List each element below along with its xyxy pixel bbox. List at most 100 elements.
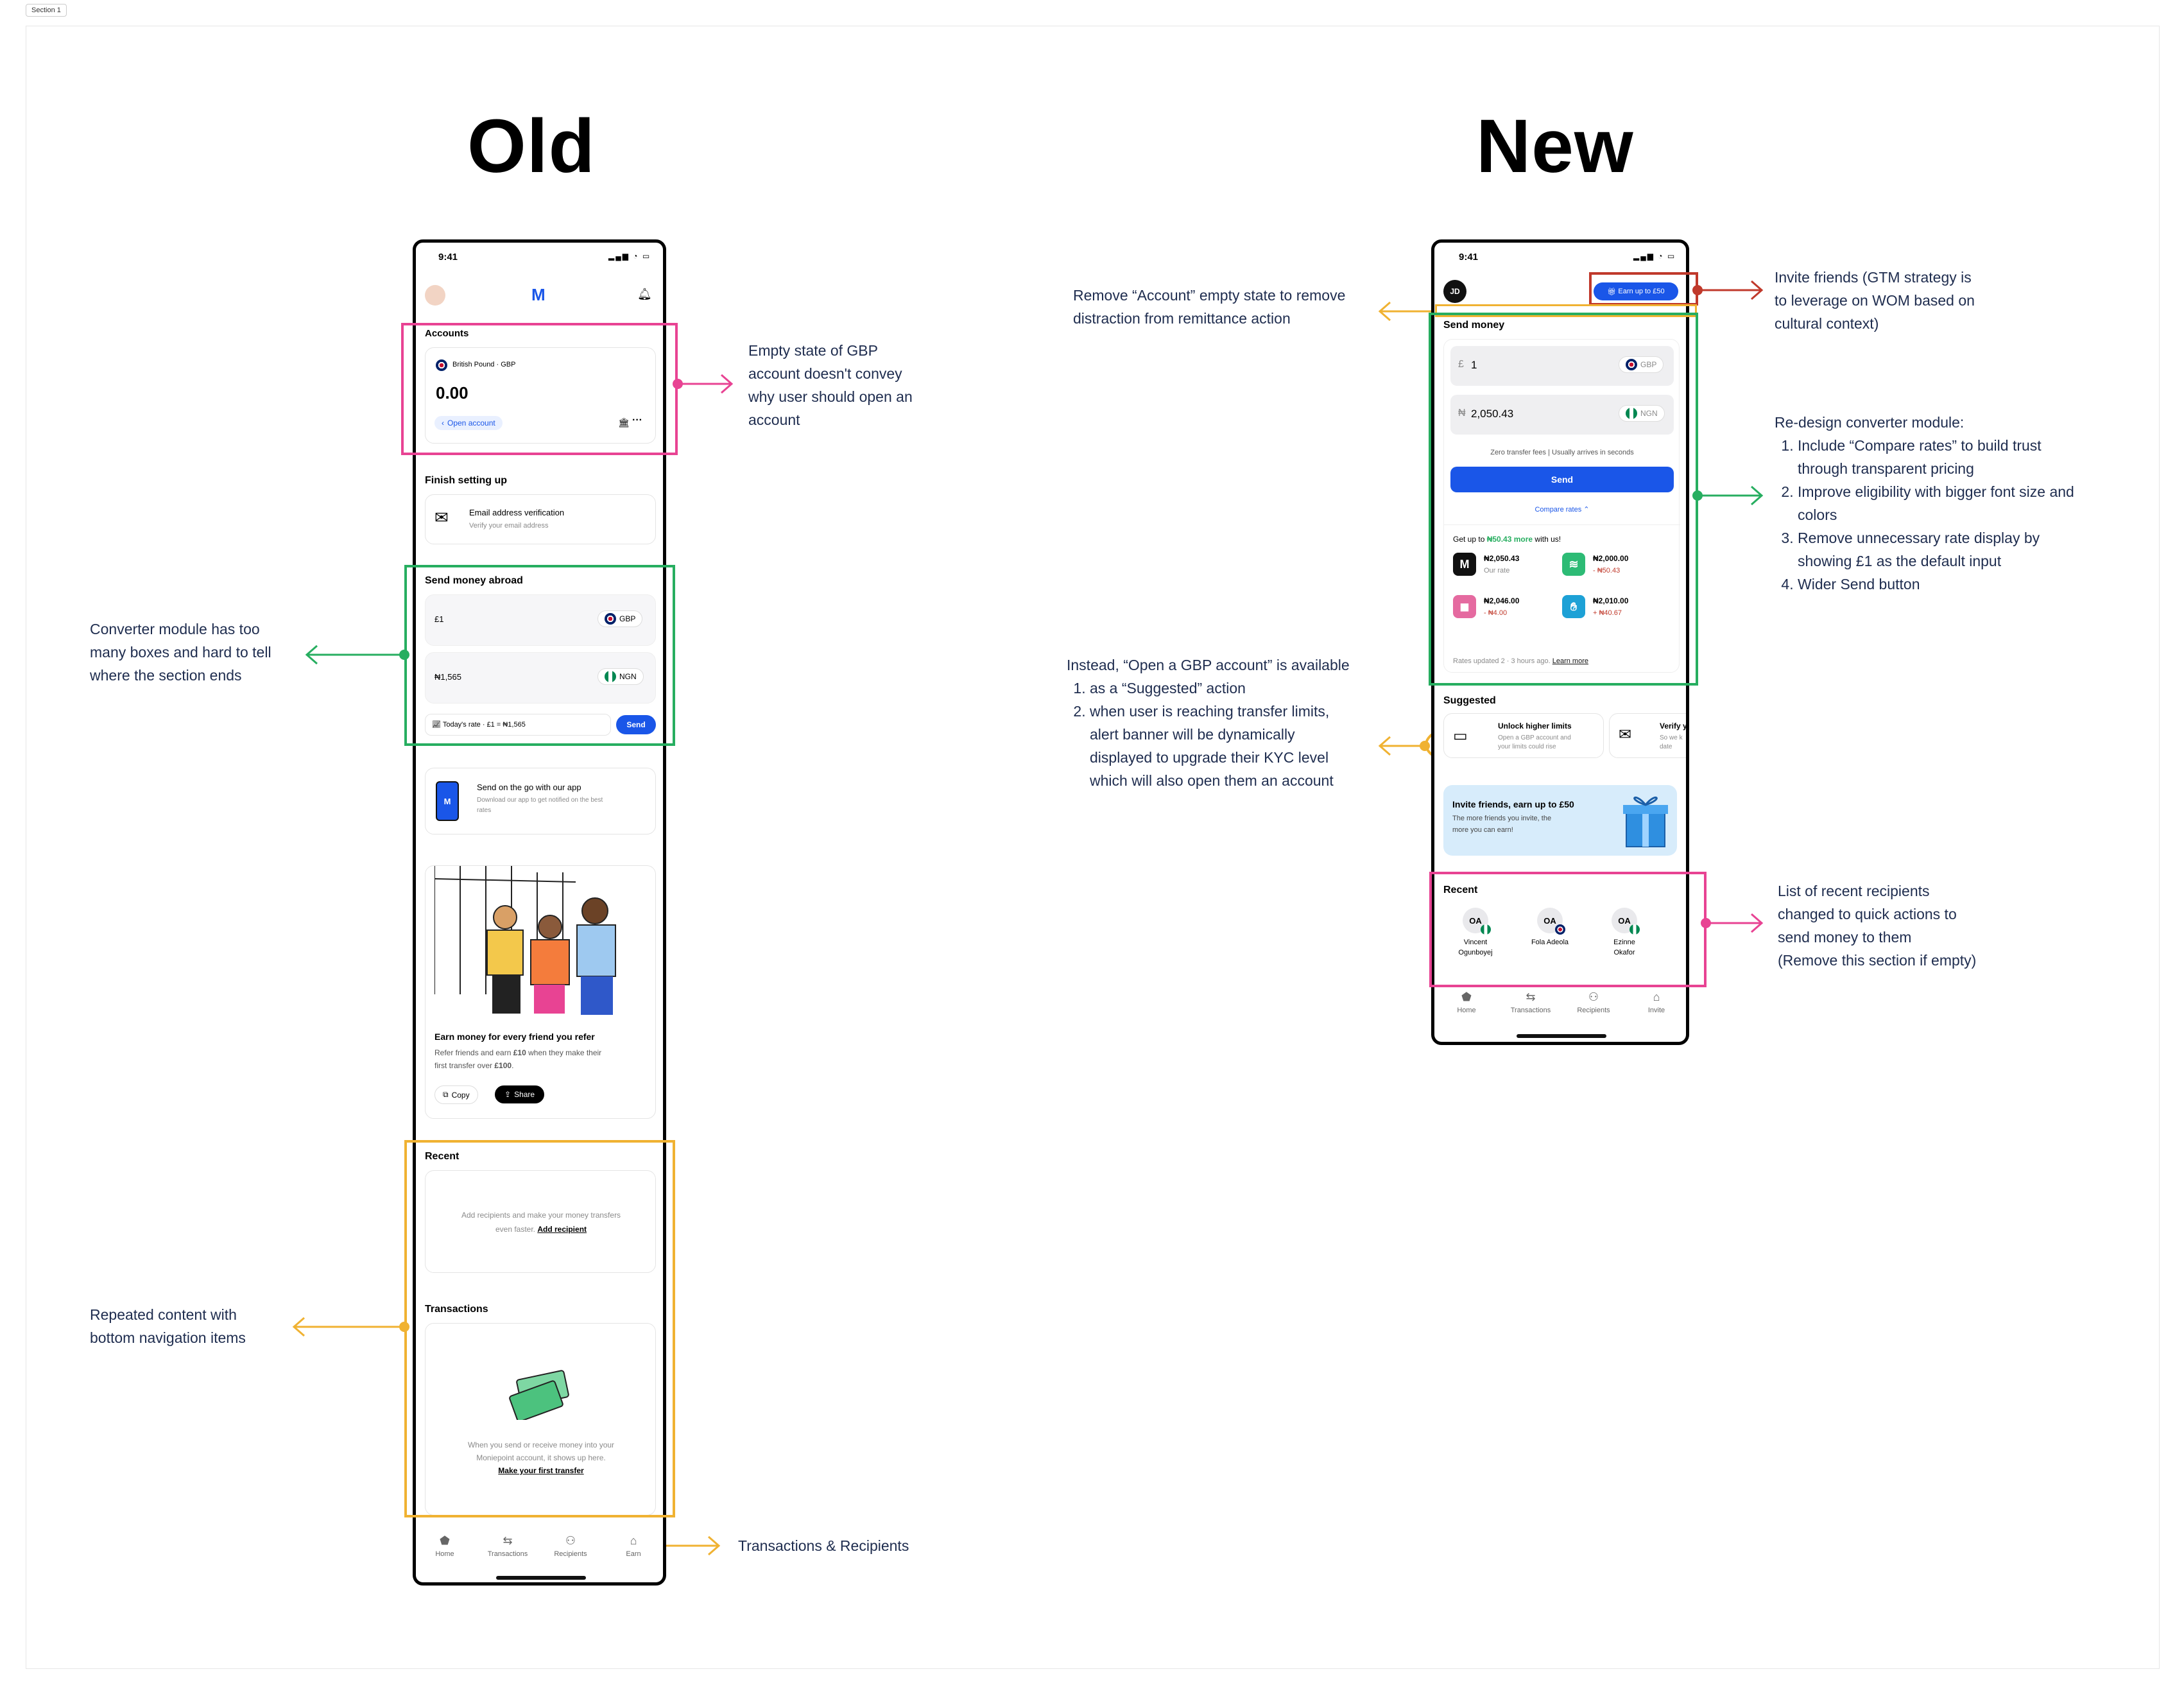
share-button[interactable]: ⇪Share [495, 1085, 545, 1103]
nav-recipients[interactable]: ⚇Recipients [542, 1534, 599, 1558]
profile-avatar[interactable]: JD [1443, 280, 1466, 303]
recipient-avatar: OA [1612, 908, 1637, 933]
refer-amount: £10 [513, 1048, 526, 1057]
provider-rate-item: ≋₦2,000.00- ₦50.43 [1562, 553, 1665, 585]
transfer-arrows-icon: ⇆ [503, 1534, 513, 1547]
email-verification-card[interactable]: ✉ Email address verification Verify your… [425, 494, 656, 544]
provider-amount: ₦2,050.43 [1484, 554, 1520, 563]
old-title: Old [467, 104, 596, 189]
unlock-limits-card[interactable]: ▭ Unlock higher limits Open a GBP accoun… [1443, 713, 1604, 758]
more-icon[interactable]: ··· [632, 415, 642, 426]
invite-banner[interactable]: Invite friends, earn up to £50 The more … [1443, 785, 1677, 856]
learn-more-link[interactable]: Learn more [1552, 657, 1588, 665]
ng-flag-icon [1626, 408, 1637, 419]
send-abroad-header: Send money abroad [425, 575, 523, 586]
send-amount-field[interactable]: £ 1 GBP [1450, 346, 1674, 386]
envelope-icon: ✉ [434, 508, 449, 527]
add-recipient-link[interactable]: Add recipient [537, 1225, 587, 1234]
provider-logo-icon: ≋ [1562, 553, 1585, 576]
from-amount-field[interactable]: £1 GBP [425, 594, 656, 646]
refer-body-line-1: Refer friends and earn £10 when they mak… [434, 1048, 601, 1057]
home-icon: ⬟ [1461, 990, 1472, 1003]
email-verification-subtitle: Verify your email address [469, 522, 549, 530]
send-money-header: Send money [1443, 320, 1505, 331]
old-accounts-highlight [401, 323, 678, 455]
rates-updated: Rates updated 2 · 3 hours ago. Learn mor… [1453, 657, 1588, 665]
chevron-left-icon: ‹ [442, 419, 444, 428]
nav-transactions[interactable]: ⇆Transactions [479, 1534, 537, 1558]
compare-rates-toggle[interactable]: Compare rates ⌃ [1535, 506, 1590, 514]
copy-button[interactable]: ⧉Copy [434, 1085, 478, 1104]
provider-rate-item: ◼₦2,046.00- ₦4.00 [1453, 595, 1556, 627]
old-recent-header: Recent [425, 1151, 460, 1162]
receive-amount-field[interactable]: ₦ 2,050.43 NGN [1450, 395, 1674, 435]
section-frame [26, 26, 2160, 1669]
recipient-name-line: Okafor [1613, 949, 1635, 956]
to-currency-select[interactable]: NGN [1619, 405, 1665, 422]
refer-body-line-2: first transfer over £100. [434, 1061, 513, 1070]
refer-card: Earn money for every friend you refer Re… [425, 865, 656, 1119]
transactions-empty-line-1: When you send or receive money into your [467, 1440, 615, 1449]
to-amount-field[interactable]: ₦1,565 NGN [425, 652, 656, 704]
refer-threshold: £100 [494, 1061, 512, 1070]
people-icon: ⚇ [1588, 990, 1599, 1003]
home-indicator [1517, 1034, 1606, 1038]
recent-empty-line-2: even faster. Add recipient [495, 1225, 587, 1234]
provider-note: + ₦40.67 [1593, 609, 1622, 617]
make-first-transfer-link[interactable]: Make your first transfer [498, 1466, 584, 1475]
status-icons: ▂▄▆ ◔ ▭ [1633, 252, 1676, 261]
unlock-limits-sub-1: Open a GBP account and [1498, 734, 1571, 741]
bank-icon[interactable]: 🏛︎ [618, 417, 630, 428]
provider-logo-icon: ✋︎ [1562, 595, 1585, 618]
old-converter-highlight [404, 565, 675, 746]
phone-app-icon: M [436, 781, 459, 821]
transfer-arrows-icon: ⇆ [1526, 990, 1536, 1003]
annotation-new-converter: Re-design converter module: Include “Com… [1775, 411, 2074, 596]
copy-icon: ⧉ [443, 1090, 449, 1099]
nav-earn[interactable]: ⌂Earn [605, 1534, 662, 1558]
rate-display: 📈︎ Today's rate · £1 = ₦1,565 [425, 714, 611, 736]
nav-transactions[interactable]: ⇆Transactions [1502, 990, 1560, 1014]
frame-label[interactable]: Section 1 [26, 4, 67, 17]
status-time: 9:41 [438, 252, 458, 263]
recipient-name-line: Ogunboyej [1458, 949, 1493, 956]
gbp-account-card[interactable]: British Pound · GBP 0.00 ‹Open account 🏛… [425, 347, 656, 444]
new-recent-header: Recent [1443, 885, 1478, 895]
nav-home[interactable]: ⬟Home [416, 1534, 474, 1558]
provider-amount: ₦2,046.00 [1484, 596, 1520, 605]
from-currency-select[interactable]: GBP [598, 610, 643, 627]
recipient-name-line: Vincent [1463, 938, 1488, 946]
gift-icon: 🎁︎ [1607, 288, 1619, 296]
profile-avatar[interactable] [425, 285, 445, 306]
bell-icon[interactable]: 🔔︎ [637, 288, 652, 300]
to-symbol: ₦ [1458, 408, 1466, 419]
share-icon: ⇪ [504, 1090, 512, 1099]
new-send-button[interactable]: Send [1450, 467, 1674, 492]
app-promo-card[interactable]: M Send on the go with our app Download o… [425, 768, 656, 834]
old-send-button[interactable]: Send [616, 715, 656, 734]
nav-recipients[interactable]: ⚇Recipients [1565, 990, 1622, 1014]
provider-amount: ₦2,000.00 [1593, 554, 1629, 563]
open-account-button[interactable]: ‹Open account [434, 416, 503, 430]
to-currency-select[interactable]: NGN [598, 668, 644, 685]
new-converter-highlight [1429, 313, 1698, 686]
nav-home[interactable]: ⬟Home [1438, 990, 1495, 1014]
earn-button[interactable]: 🎁︎ Earn up to £50 [1594, 282, 1678, 300]
more-amount: ₦50.43 more [1486, 535, 1533, 544]
rate-text: 📈︎ Today's rate · £1 = ₦1,565 [432, 721, 526, 729]
status-icons: ▂▄▆ ◔ ▭ [608, 252, 651, 261]
more-suffix: with us! [1533, 535, 1561, 544]
nav-invite[interactable]: ⌂Invite [1628, 990, 1685, 1014]
annotation-old-nav: Transactions & Recipients [738, 1537, 909, 1554]
from-currency-select[interactable]: GBP [1619, 356, 1664, 373]
people-icon: ⚇ [565, 1534, 576, 1547]
verify-card[interactable]: ✉ Verify y So we k date [1609, 713, 1686, 758]
card-icon: ▭ [1453, 727, 1468, 745]
old-transactions-header: Transactions [425, 1304, 488, 1315]
